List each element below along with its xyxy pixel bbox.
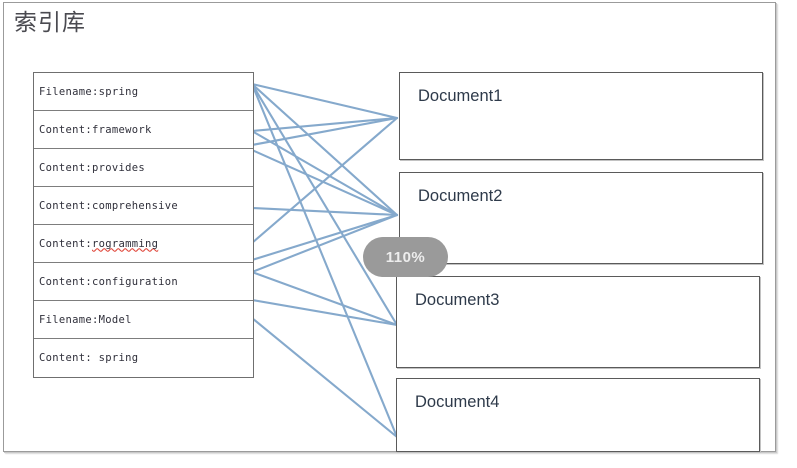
table-row[interactable]: Content:provides xyxy=(34,149,253,187)
document-box-1[interactable]: Document1 xyxy=(399,72,763,160)
table-row[interactable]: Filename:Model xyxy=(34,301,253,339)
index-term-prefix: Content: xyxy=(39,237,92,250)
table-row[interactable]: Filename:spring xyxy=(34,73,253,111)
index-term-label: Content:framework xyxy=(39,123,152,136)
document-box-4[interactable]: Document4 xyxy=(396,378,760,452)
table-row[interactable]: Content: spring xyxy=(34,339,253,377)
document-label: Document4 xyxy=(415,393,500,411)
table-row[interactable]: Content:configuration xyxy=(34,263,253,301)
spellcheck-flagged-word: rogramming xyxy=(91,237,159,250)
table-row[interactable]: Content:comprehensive xyxy=(34,187,253,225)
index-term-label: Content:rogramming xyxy=(39,238,158,250)
index-term-label: Content:provides xyxy=(39,161,145,174)
document-box-2[interactable]: Document2 xyxy=(399,172,763,264)
index-term-label: Filename:Model xyxy=(39,313,132,326)
table-row[interactable]: Content:framework xyxy=(34,111,253,149)
index-term-label: Content: spring xyxy=(39,352,139,364)
index-term-label: Content:comprehensive xyxy=(39,199,179,212)
index-term-label: Content:configuration xyxy=(39,275,179,288)
zoom-level-label: 110% xyxy=(385,248,426,266)
document-label: Document1 xyxy=(418,87,503,105)
document-label: Document2 xyxy=(418,187,503,205)
table-row[interactable]: Content:rogramming xyxy=(34,225,253,263)
document-label: Document3 xyxy=(415,291,500,309)
index-term-label: Filename:spring xyxy=(39,85,139,98)
document-box-3[interactable]: Document3 xyxy=(396,276,760,368)
page-title: 索引库 xyxy=(14,10,86,35)
zoom-level-indicator: 110% xyxy=(363,237,448,277)
index-library-table[interactable]: Filename:spring Content:framework Conten… xyxy=(33,72,254,378)
